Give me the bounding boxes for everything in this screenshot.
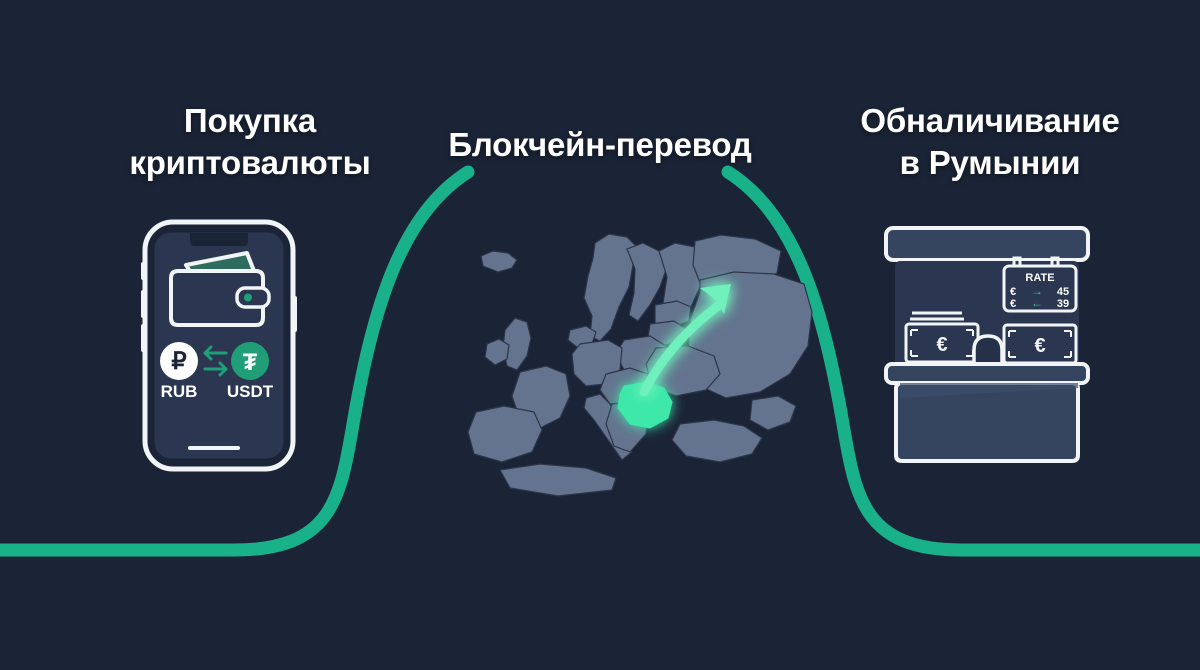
rate-row-0-currency: € (1010, 286, 1016, 298)
map-country-turkey (671, 419, 763, 463)
banknote-left-symbol: € (936, 334, 947, 356)
map-country-romania-highlighted (617, 381, 673, 429)
rate-row-0-value: 45 (1057, 286, 1069, 298)
currency-badge-usdt: ₮ (231, 342, 269, 380)
booth-counter-shade (900, 383, 1078, 398)
phone-button-volume-up-icon (141, 290, 145, 318)
map-north-africa (499, 463, 617, 497)
map-country-spain (467, 405, 543, 463)
rate-row-1-arrow-icon: ← (1031, 296, 1043, 310)
phone-button-volume-down-icon (141, 324, 145, 352)
stage-title-cash-out: Обналичивание в Румынии (860, 102, 1120, 182)
currency-label-usdt: USDT (226, 382, 274, 401)
banknote-right: € (1002, 323, 1078, 365)
map-country-sweden (626, 242, 668, 322)
rate-board (1002, 264, 1078, 313)
phone-home-indicator (188, 446, 240, 450)
rate-row-1-currency: € (1010, 298, 1016, 310)
phone-button-power-icon (293, 296, 297, 332)
map-country-iceland (480, 250, 518, 273)
rate-row-1-value: 39 (1057, 298, 1069, 310)
curved-arrow-northeast-icon (639, 284, 731, 397)
booth-roof (884, 226, 1090, 262)
rub-symbol-icon: ₽ (171, 348, 186, 375)
map-country-caucasus (749, 395, 797, 431)
phone-button-mute-icon (141, 262, 145, 280)
map-country-norway (583, 233, 640, 342)
booth-counter-top (884, 362, 1090, 385)
banknote-right-symbol: € (1034, 335, 1045, 357)
stage-title-blockchain-transfer: Блокчейн-перевод (448, 126, 752, 163)
phone-notch (190, 233, 248, 246)
currency-badge-rub: ₽ (160, 342, 198, 380)
stage-title-buy-crypto: Покупка криптовалюты (129, 102, 371, 182)
wallet-clasp-dot-icon (244, 293, 252, 302)
map-country-ireland (484, 338, 510, 366)
usdt-symbol-icon: ₮ (243, 349, 258, 376)
teller-window-icon (972, 334, 1004, 368)
flow-wave-left (0, 165, 475, 557)
swap-arrows-icon (203, 345, 228, 377)
flow-wave-right (721, 165, 1200, 557)
rate-board-header: RATE (1025, 272, 1054, 284)
wallet-icon (169, 251, 271, 327)
currency-label-rub: RUB (160, 382, 198, 401)
rate-row-0-arrow-icon: → (1031, 284, 1043, 298)
